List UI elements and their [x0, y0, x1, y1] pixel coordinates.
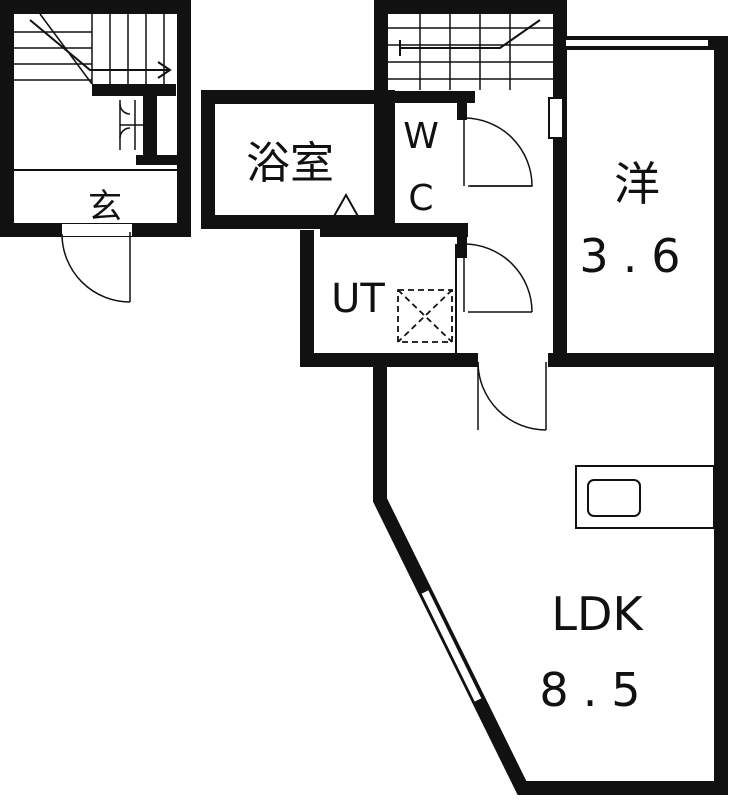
- utility-walls: [300, 223, 480, 367]
- sink-icon: [587, 479, 641, 517]
- ldk-block: [373, 353, 728, 795]
- toilet-label-c: C: [408, 178, 433, 219]
- utility-block: [300, 223, 533, 367]
- ldk-size: 8.5: [539, 663, 654, 717]
- washer-pan-icon: [397, 289, 453, 343]
- ldk-label: LDK: [551, 587, 644, 641]
- entrance-door[interactable]: [61, 224, 132, 303]
- closet-rail: [119, 100, 150, 150]
- western-room-door-gap: [548, 97, 564, 139]
- stair-arrow-icon: [29, 19, 172, 79]
- ldk-window: [420, 589, 483, 703]
- stair-treads: [14, 13, 165, 85]
- ldk-door[interactable]: [477, 353, 547, 431]
- upper-stair-block: [374, 0, 567, 350]
- western-room-size: 3.6: [579, 229, 694, 283]
- kitchen-counter: [575, 465, 715, 529]
- western-room-label: 洋: [614, 157, 660, 211]
- entrance-block: [0, 0, 191, 303]
- bathroom-label: 浴室: [246, 138, 334, 189]
- upper-stair-walls: [374, 0, 567, 350]
- drain-triangle-icon: [331, 192, 361, 219]
- ldk-walls: [373, 353, 728, 795]
- entrance-outer-wall: [0, 0, 191, 237]
- upper-stair-arrow-icon: [399, 19, 541, 56]
- utility-label: UT: [331, 276, 385, 322]
- toilet-label-w: W: [403, 116, 439, 157]
- upper-stair-treads: [388, 14, 553, 90]
- utility-door[interactable]: [463, 243, 533, 313]
- entrance-label: 玄: [88, 187, 122, 227]
- toilet-door[interactable]: [463, 117, 533, 187]
